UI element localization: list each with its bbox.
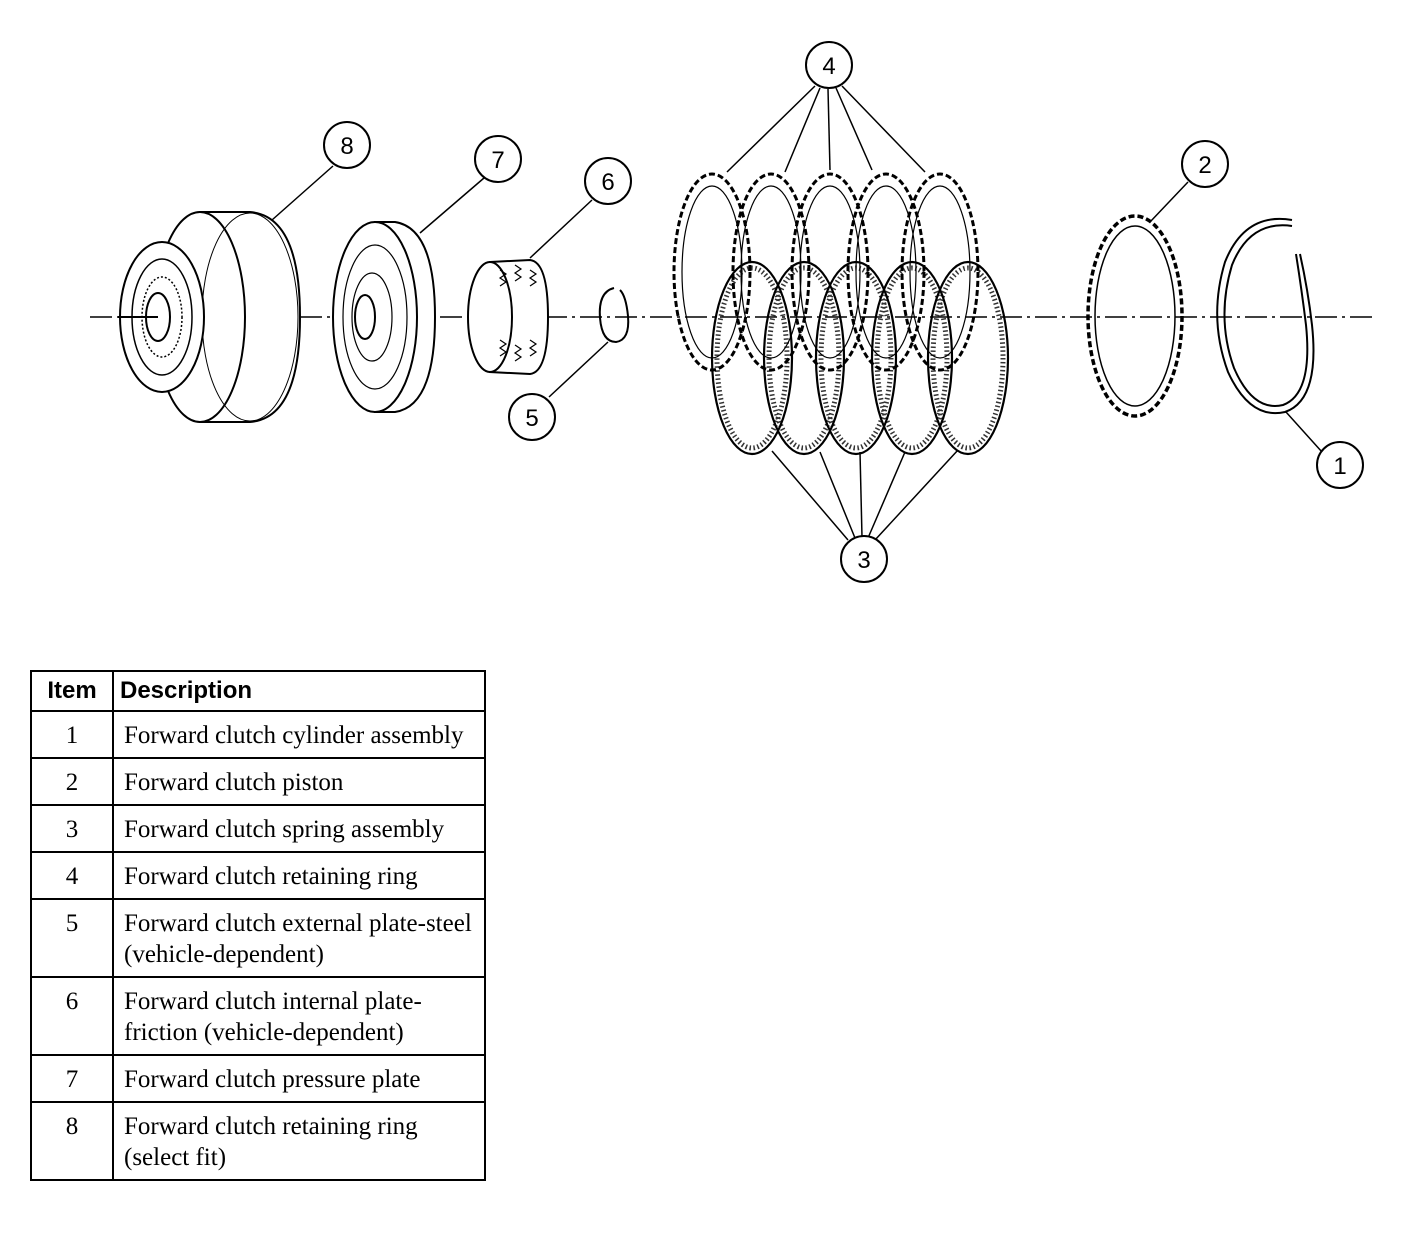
item-description: Forward clutch cylinder assembly (112, 710, 486, 759)
callout-6-label: 6 (601, 169, 614, 196)
part-1-snap-ring (1216, 217, 1315, 415)
table-row: 2 Forward clutch piston (30, 757, 486, 806)
item-number: 1 (30, 710, 114, 759)
callout-5: 5 (508, 393, 556, 441)
callout-8: 8 (323, 121, 371, 169)
table-row: 3 Forward clutch spring assembly (30, 804, 486, 853)
part-7-pressure-plate (332, 221, 437, 413)
item-number: 3 (30, 804, 114, 853)
callout-4: 4 (805, 41, 853, 89)
column-header-description: Description (112, 670, 486, 712)
table-row: 4 Forward clutch retaining ring (30, 851, 486, 900)
item-number: 6 (30, 976, 114, 1056)
table-header-row: Item Description (30, 670, 486, 712)
part-4-steel-plates (672, 172, 980, 372)
part-8-drum (118, 211, 302, 423)
table-row: 5 Forward clutch external plate-steel (v… (30, 898, 486, 978)
callout-1-label: 1 (1333, 453, 1346, 480)
item-number: 8 (30, 1101, 114, 1181)
parts-table: Item Description 1 Forward clutch cylind… (30, 670, 486, 1181)
part-6-spring-assembly (467, 258, 550, 376)
table-row: 7 Forward clutch pressure plate (30, 1054, 486, 1103)
table-row: 8 Forward clutch retaining ring (select … (30, 1101, 486, 1181)
table-row: 1 Forward clutch cylinder assembly (30, 710, 486, 759)
item-description: Forward clutch internal plate-friction (… (112, 976, 486, 1056)
callout-3-label: 3 (857, 547, 870, 574)
leader-lines (271, 85, 1323, 541)
callout-5-label: 5 (525, 405, 538, 432)
item-description: Forward clutch retaining ring (select fi… (112, 1101, 486, 1181)
callout-4-label: 4 (822, 53, 835, 80)
item-number: 5 (30, 898, 114, 978)
callout-7-label: 7 (491, 147, 504, 174)
callout-3: 3 (840, 535, 888, 583)
callout-8-label: 8 (340, 133, 353, 160)
part-5-snap-ring (598, 287, 630, 344)
item-number: 4 (30, 851, 114, 900)
item-description: Forward clutch retaining ring (112, 851, 486, 900)
callout-6: 6 (584, 157, 632, 205)
item-number: 7 (30, 1054, 114, 1103)
item-description: Forward clutch spring assembly (112, 804, 486, 853)
item-description: Forward clutch piston (112, 757, 486, 806)
item-description: Forward clutch pressure plate (112, 1054, 486, 1103)
callout-7: 7 (474, 135, 522, 183)
callout-2: 2 (1181, 140, 1229, 188)
item-number: 2 (30, 757, 114, 806)
exploded-view-diagram: 1 2 3 4 5 6 7 8 (90, 41, 1372, 583)
item-description: Forward clutch external plate-steel (veh… (112, 898, 486, 978)
callout-1: 1 (1316, 441, 1364, 489)
part-3-friction-plates (710, 260, 1010, 456)
table-row: 6 Forward clutch internal plate-friction… (30, 976, 486, 1056)
part-2-toothed-ring (1086, 214, 1184, 418)
callout-2-label: 2 (1198, 152, 1211, 179)
callouts: 1 2 3 4 5 6 7 8 (323, 41, 1364, 583)
column-header-item: Item (30, 670, 114, 712)
